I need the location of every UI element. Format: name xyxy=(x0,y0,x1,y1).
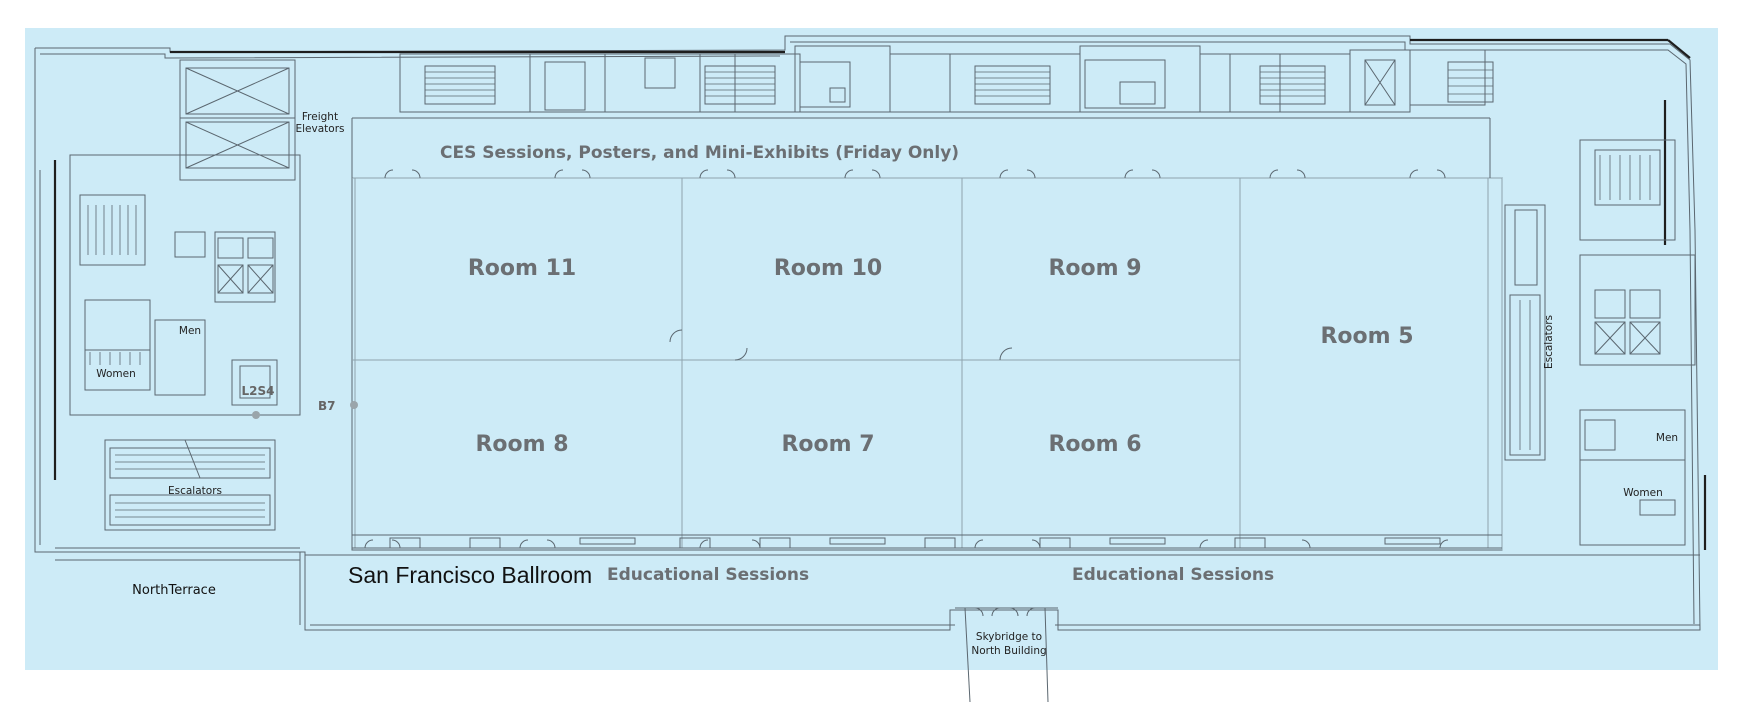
room-9-label: Room 9 xyxy=(1048,256,1141,281)
room-5-label: Room 5 xyxy=(1320,324,1413,349)
map-background xyxy=(25,28,1718,670)
escalators-left-label: Escalators xyxy=(168,485,222,497)
skybridge-label-1: Skybridge to xyxy=(976,631,1042,643)
women-restroom-left: Women xyxy=(96,368,136,380)
ballroom-label: San Francisco Ballroom xyxy=(348,562,592,588)
room-8-label: Room 8 xyxy=(475,432,568,457)
educational-sessions-left: Educational Sessions xyxy=(607,565,809,585)
skybridge xyxy=(955,607,1058,702)
educational-sessions-right: Educational Sessions xyxy=(1072,565,1274,585)
room-10-label: Room 10 xyxy=(774,256,882,281)
skybridge-label-2: North Building xyxy=(971,645,1046,657)
right-escalators xyxy=(1504,204,1546,461)
service-rooms-top xyxy=(399,45,1486,113)
restrooms-top xyxy=(799,59,1166,109)
ces-sessions-label: CES Sessions, Posters, and Mini-Exhibits… xyxy=(440,143,959,163)
building-outline xyxy=(34,35,1701,631)
escalators-right-label: Escalators xyxy=(1543,315,1555,369)
north-terrace-label: NorthTerrace xyxy=(132,583,216,598)
left-escalators xyxy=(104,439,276,531)
ballroom xyxy=(351,117,1503,551)
men-restroom-right: Men xyxy=(1656,432,1678,444)
freight-elevators-label-2: Elevators xyxy=(296,123,345,135)
b7-label: B7 xyxy=(318,399,336,413)
left-marker xyxy=(252,411,260,419)
room-code-label: L2S4 xyxy=(242,384,275,398)
freight-elevators-label-1: Freight xyxy=(302,111,338,123)
right-core xyxy=(1579,139,1696,546)
room-6-label: Room 6 xyxy=(1048,432,1141,457)
left-core xyxy=(69,59,301,416)
room-7-label: Room 7 xyxy=(781,432,874,457)
room-11-label: Room 11 xyxy=(468,256,576,281)
women-restroom-right: Women xyxy=(1623,487,1663,499)
men-restroom-left: Men xyxy=(179,325,201,337)
b7-marker xyxy=(350,401,358,409)
stairs-top xyxy=(424,61,1494,105)
